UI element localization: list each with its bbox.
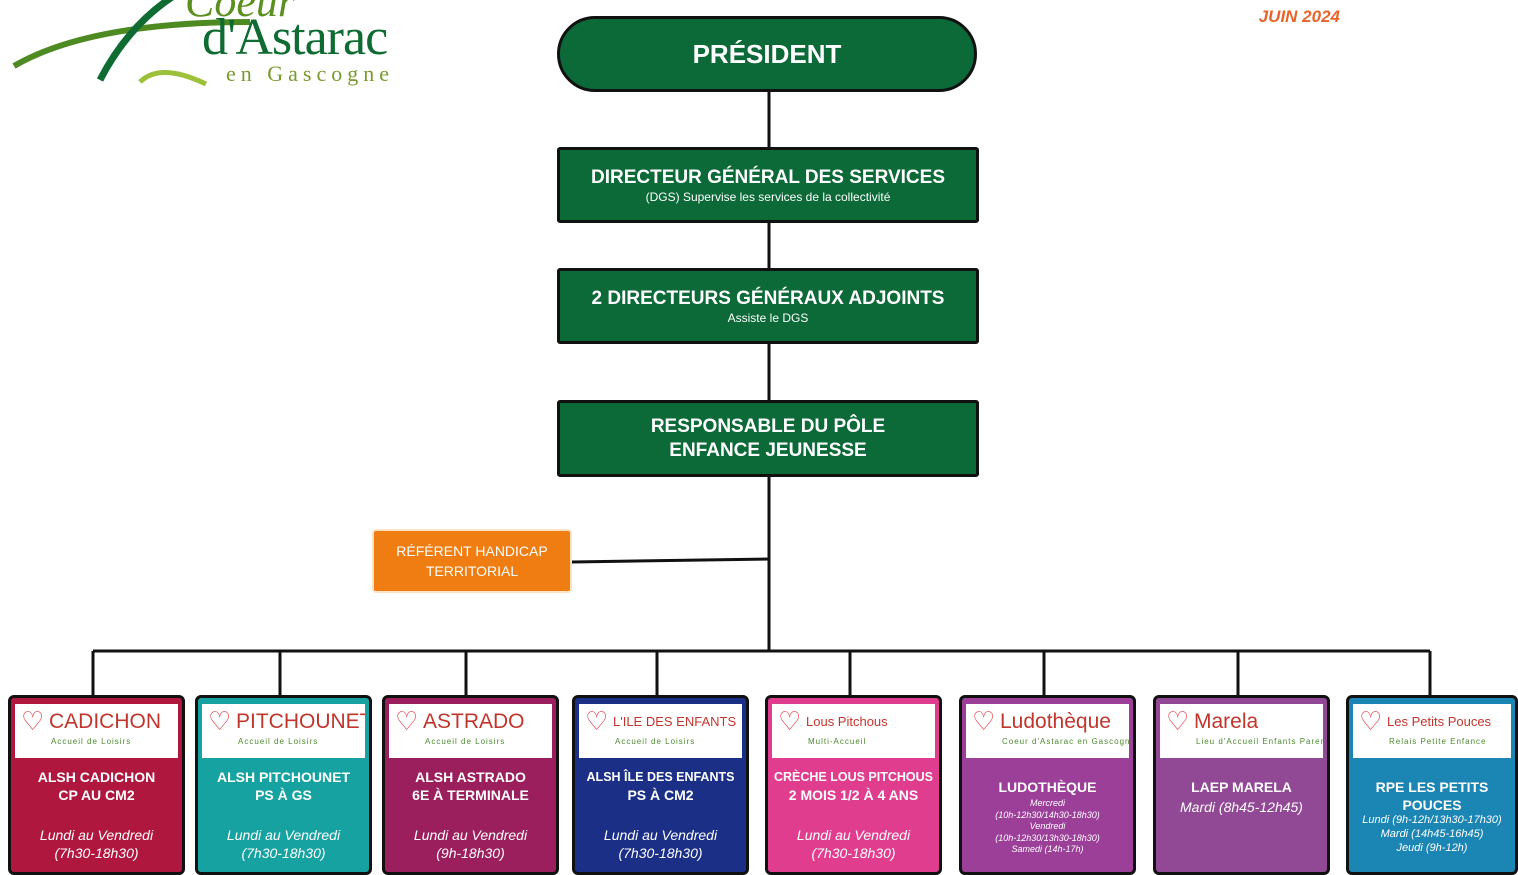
referent-handicap-box: RÉFÉRENT HANDICAP TERRITORIAL — [372, 529, 572, 593]
service-subtitle: 2 MOIS 1/2 À 4 ANS — [788, 787, 919, 803]
dga-subtitle: Assiste le DGS — [727, 311, 809, 325]
service-hours-line: Vendredi — [1029, 821, 1066, 831]
heart-icon: ♡ — [21, 706, 45, 736]
service-hours-range: (7h30-18h30) — [811, 845, 896, 861]
service-logo-name: L'ILE DES ENFANTS — [613, 714, 737, 729]
service-hours-range: (7h30-18h30) — [618, 845, 703, 861]
service-hours-line: Samedi (14h-17h) — [1011, 844, 1084, 854]
document-date: JUIN 2024 — [1258, 7, 1340, 26]
service-subtitle: PS À GS — [255, 787, 312, 803]
service-logo-tagline: Coeur d'Astarac en Gascogne — [1002, 737, 1129, 746]
heart-icon: ♡ — [395, 706, 419, 736]
heart-icon: ♡ — [972, 706, 996, 736]
responsable-line-1: RESPONSABLE DU PÔLE — [650, 415, 886, 437]
dgs-title: DIRECTEUR GÉNÉRAL DES SERVICES — [590, 167, 946, 188]
service-logo-tagline: Lieu d'Accueil Enfants Parents — [1196, 737, 1323, 746]
service-logo-tagline: Accueil de Loisirs — [51, 737, 132, 746]
logo-top-word: Coeur — [185, 0, 295, 26]
service-subtitle: POUCES — [1402, 797, 1462, 813]
service-logo: ♡CADICHON Accueil de Loisirs — [15, 704, 178, 758]
service-logo: ♡ L'ILE DES ENFANTS Accueil de Loisirs — [579, 704, 742, 758]
service-logo-name: Les Petits Pouces — [1387, 714, 1492, 729]
president-box: PRÉSIDENT — [557, 16, 977, 92]
service-logo: ♡PITCHOUNET Accueil de Loisirs — [202, 704, 365, 758]
service-hours-range: (7h30-18h30) — [241, 845, 326, 861]
service-logo-tagline: Multi-Accueil — [808, 737, 867, 746]
service-hours-line: (10h-12h30/14h30-18h30) — [995, 809, 1100, 820]
service-hours-range: (9h-18h30) — [436, 845, 505, 861]
referent-line-1: RÉFÉRENT HANDICAP — [396, 543, 548, 559]
service-subtitle: 6E À TERMINALE — [412, 787, 529, 803]
logo-subtitle: en Gascogne — [226, 61, 395, 86]
heart-icon: ♡ — [208, 706, 232, 736]
heart-icon: ♡ — [778, 706, 802, 736]
service-hours-line: Mardi (14h45-16h45) — [1380, 828, 1484, 840]
service-logo-name: ASTRADO — [423, 710, 525, 733]
service-title: LUDOTHÈQUE — [998, 779, 1097, 795]
referent-line-2: TERRITORIAL — [425, 563, 519, 579]
service-hours-line: Lundi (9h-12h/13h30-17h30) — [1362, 814, 1502, 826]
service-hours: Lundi au Vendredi — [39, 827, 154, 843]
service-title: ALSH CADICHON — [37, 769, 156, 785]
cda-logo: Coeur d'Astarac en Gascogne — [10, 0, 440, 92]
service-hours-line: Jeudi (9h-12h) — [1396, 842, 1468, 854]
service-hours-line: Mercredi — [1029, 798, 1065, 808]
service-subtitle: PS À CM2 — [627, 787, 694, 803]
responsable-box: RESPONSABLE DU PÔLE ENFANCE JEUNESSE — [557, 400, 979, 477]
dgs-subtitle: (DGS) Supervise les services de la colle… — [645, 190, 891, 204]
service-logo-tagline: Accueil de Loisirs — [238, 737, 319, 746]
service-subtitle: CP AU CM2 — [58, 787, 135, 803]
dgs-box: DIRECTEUR GÉNÉRAL DES SERVICES (DGS) Sup… — [557, 147, 979, 223]
dga-title: 2 DIRECTEURS GÉNÉRAUX ADJOINTS — [591, 288, 945, 309]
service-title: CRÈCHE LOUS PITCHOUS — [773, 770, 934, 784]
service-hours: Lundi au Vendredi — [413, 827, 528, 843]
service-logo-tagline: Accueil de Loisirs — [425, 737, 506, 746]
service-hours: Lundi au Vendredi — [226, 827, 341, 843]
dga-box: 2 DIRECTEURS GÉNÉRAUX ADJOINTS Assiste l… — [557, 268, 979, 344]
heart-icon: ♡ — [1359, 706, 1383, 736]
service-logo: ♡ASTRADO Accueil de Loisirs — [389, 704, 552, 758]
service-title: ALSH ASTRADO — [415, 769, 526, 785]
service-hours: Lundi au Vendredi — [603, 827, 718, 843]
service-hours: Mardi (8h45-12h45) — [1180, 799, 1303, 815]
service-logo-tagline: Relais Petite Enfance — [1389, 737, 1487, 746]
president-label: PRÉSIDENT — [692, 38, 842, 69]
swoosh-logo-mark — [12, 0, 251, 87]
service-title: ALSH PITCHOUNET — [217, 769, 350, 785]
service-logo-name: PITCHOUNET — [236, 710, 365, 733]
heart-icon: ♡ — [585, 706, 609, 736]
responsable-line-2: ENFANCE JEUNESSE — [669, 439, 867, 461]
service-logo-name: CADICHON — [49, 710, 162, 733]
logo-main-word: d'Astarac — [202, 9, 388, 66]
service-title: LAEP MARELA — [1191, 779, 1292, 795]
service-title: ALSH ÎLE DES ENFANTS — [586, 770, 735, 784]
heart-icon: ♡ — [1166, 706, 1190, 736]
service-title: RPE LES PETITS — [1375, 779, 1489, 795]
service-hours-line: (10h-12h30/13h30-18h30) — [995, 832, 1100, 843]
service-logo-tagline: Accueil de Loisirs — [615, 737, 696, 746]
service-logo-name: Marela — [1194, 710, 1259, 733]
service-logo-name: Lous Pitchous — [806, 714, 888, 729]
service-logo-name: Ludothèque — [1000, 710, 1111, 733]
service-hours: Lundi au Vendredi — [796, 827, 911, 843]
service-hours-range: (7h30-18h30) — [54, 845, 139, 861]
